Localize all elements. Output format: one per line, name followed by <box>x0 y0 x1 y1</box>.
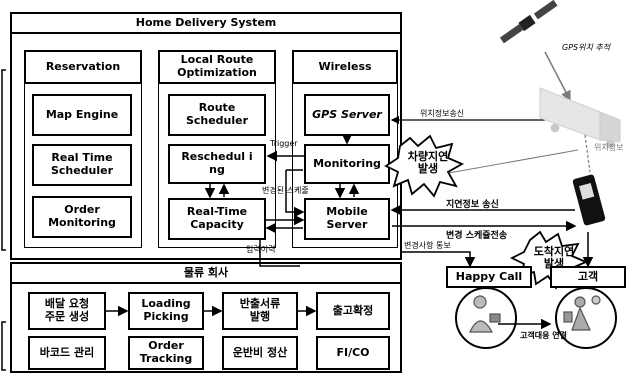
home-delivery-system-title: Home Delivery System <box>10 12 402 34</box>
fico-box: FI/CO <box>316 336 390 370</box>
left-bracket-bottom <box>1 321 6 371</box>
operator-figure <box>469 295 501 333</box>
happy-call-circle <box>455 287 517 349</box>
loading-picking-box: Loading Picking <box>128 292 204 330</box>
col-header-wireless: Wireless <box>292 50 398 84</box>
monitoring-box: Monitoring <box>304 144 390 184</box>
customer-box: 고객 <box>550 266 626 288</box>
gps-server-box: GPS Server <box>304 94 390 136</box>
order-monitoring-box: Order Monitoring <box>32 196 132 238</box>
truck-to-phone <box>584 134 591 173</box>
truck-icon <box>539 87 621 149</box>
location-info-label: 위치정보 <box>594 143 624 152</box>
customer-circle <box>555 287 617 349</box>
map-engine-box: Map Engine <box>32 94 132 136</box>
customer-figure <box>563 295 601 331</box>
mobile-server-box: Mobile Server <box>304 198 390 240</box>
col-header-reservation: Reservation <box>24 50 142 84</box>
changed-schedule-label: 변경된 스케줄 <box>262 186 309 195</box>
order-create-box: 배달 요청 주문 생성 <box>28 292 106 330</box>
left-bracket-top <box>1 69 6 251</box>
freight-settle-box: 운반비 정산 <box>222 336 298 370</box>
change-notice-label: 변경사항 통보 <box>404 241 451 250</box>
release-confirm-box: 출고확정 <box>316 292 390 330</box>
vehicle-delay-label: 차량지연 발생 <box>407 150 449 176</box>
change-notice-arrow <box>402 251 476 268</box>
happy-call-box: Happy Call <box>446 266 532 288</box>
vehicle-delay-burst <box>384 134 465 198</box>
mobile-phone-icon <box>572 174 606 226</box>
order-info-label: 입력이력 <box>246 245 276 254</box>
col-header-local-route: Local Route Optimization <box>158 50 276 84</box>
location-send-label: 위치정보송신 <box>420 109 465 118</box>
logistics-company-title: 물류 회사 <box>10 262 402 284</box>
order-tracking-box: Order Tracking <box>128 336 204 370</box>
barcode-box: 바코드 관리 <box>28 336 106 370</box>
trigger-label: Trigger <box>270 139 298 148</box>
order-info-arrow <box>259 240 300 267</box>
schedule-send-label: 변경 스케쥴전송 <box>446 231 508 241</box>
gps-track-arrow <box>544 51 571 102</box>
rescheduling-box: Reschedul i ng <box>168 144 266 184</box>
delay-send-label: 지연정보 송신 <box>446 200 499 210</box>
gps-track-label: GPS위치 추적 <box>562 43 611 52</box>
changed-schedule-arrow <box>285 170 305 218</box>
real-time-capacity-box: Real-Time Capacity <box>168 198 266 240</box>
route-scheduler-box: Route Scheduler <box>168 94 266 136</box>
satellite-icon <box>499 0 558 44</box>
customer-contact-label: 고객대응 연결 <box>520 331 567 340</box>
shipping-docs-box: 반출서류 발행 <box>222 292 298 330</box>
real-time-scheduler-box: Real Time Scheduler <box>32 144 132 186</box>
